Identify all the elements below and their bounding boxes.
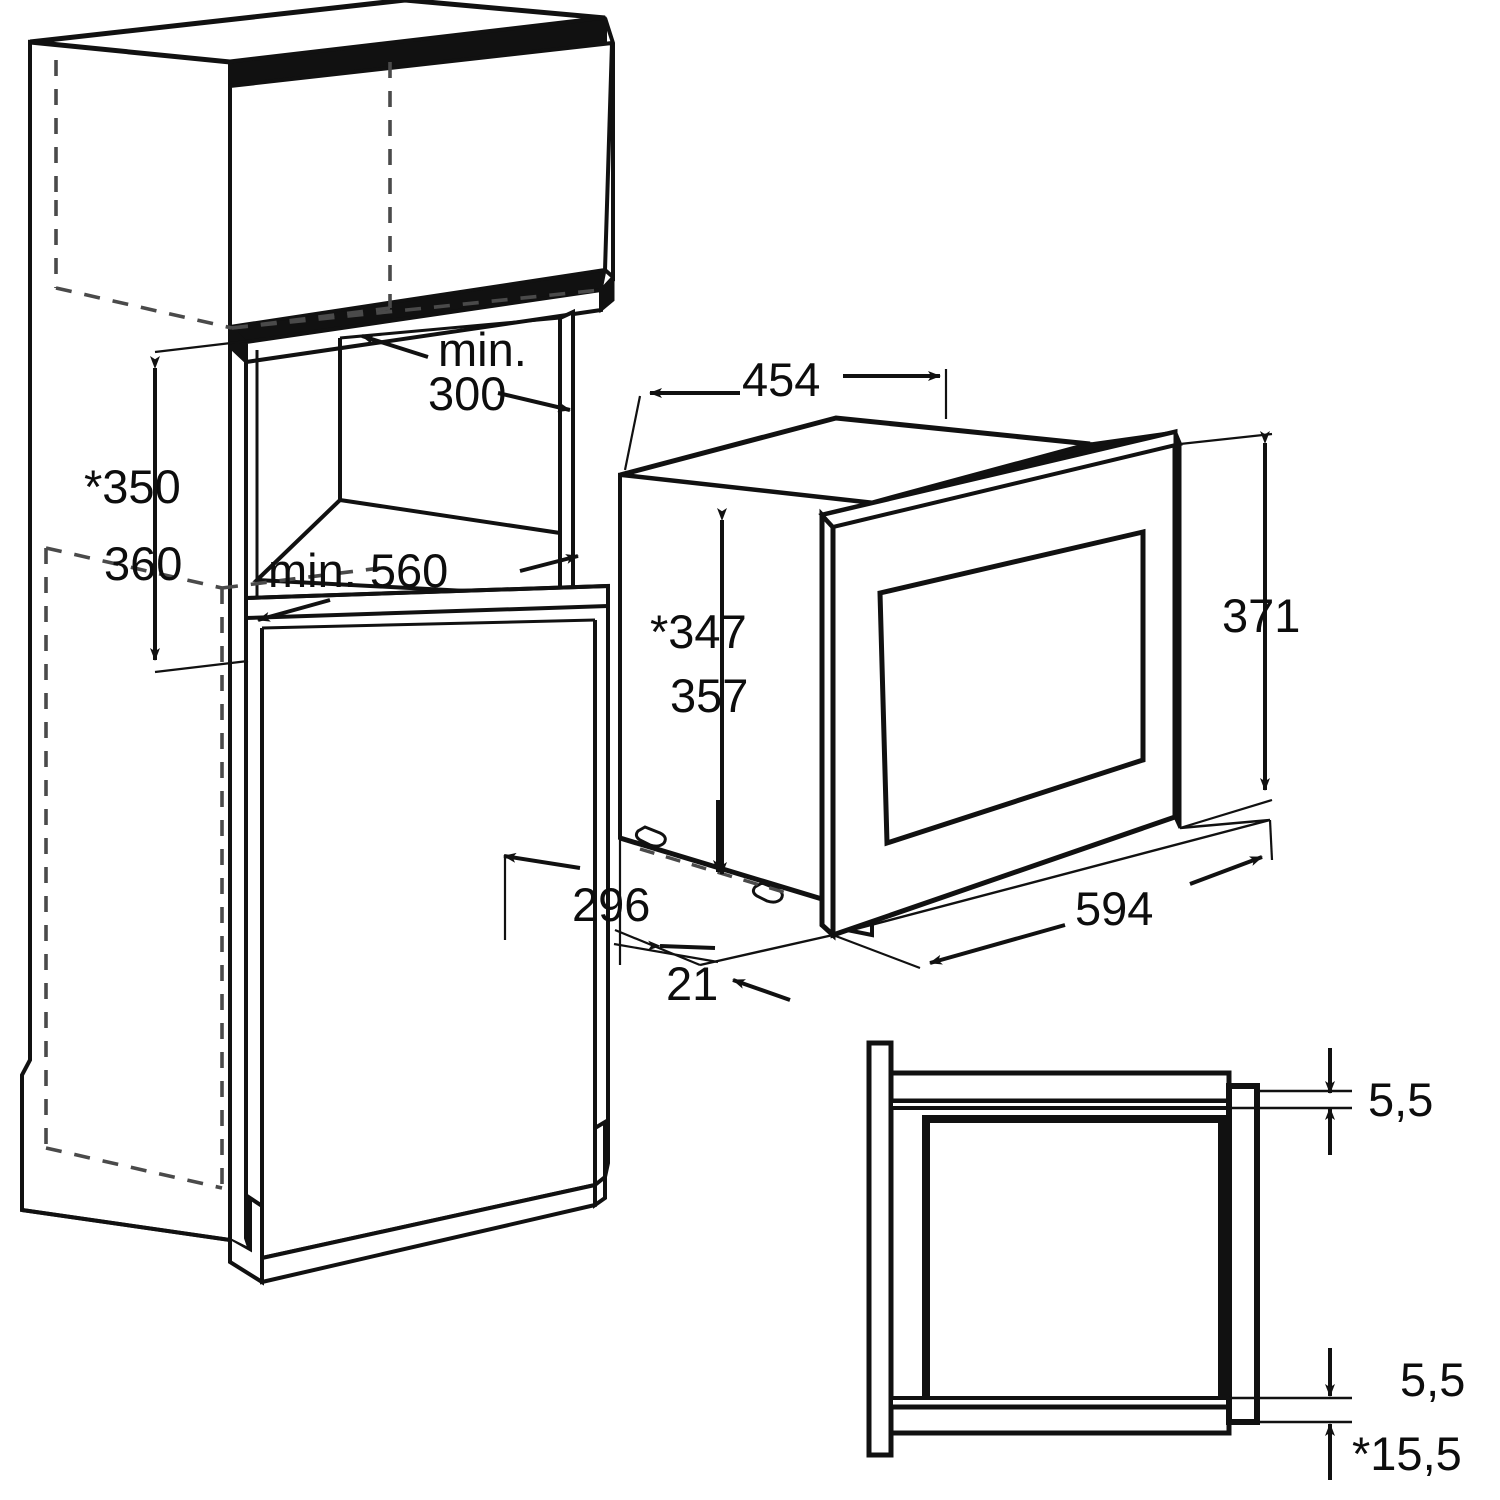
cabinet-niche-opening [244, 308, 575, 690]
dim-min-300 [361, 334, 571, 413]
appliance-dimensions [503, 369, 1274, 1002]
dim-label-350: *350 [84, 460, 181, 513]
cabinet-view [20, 0, 615, 1286]
dim-label-21: 21 [666, 957, 718, 1010]
dim-label-min-300-value: 300 [428, 367, 506, 420]
detail-bottom-bar [888, 1396, 1232, 1436]
cabinet-dimensions [150, 334, 579, 674]
dim-350-360 [150, 339, 249, 674]
dim-label-347: *347 [650, 605, 747, 658]
dim-label-296: 296 [572, 878, 650, 931]
dim-label-min-560: min. 560 [268, 544, 448, 597]
dim-label-371: 371 [1222, 589, 1300, 642]
dim-label-454: 454 [742, 353, 820, 406]
dim-21 [613, 800, 791, 1002]
dim-label-357: 357 [670, 669, 748, 722]
detail-top-bar [888, 1070, 1232, 1110]
dim-296 [503, 838, 701, 967]
cabinet-left-side-panel [20, 39, 232, 1243]
cabinet-lower-door [244, 583, 610, 1261]
cabinet-plinth [21, 1172, 607, 1286]
dim-label-detail-bottom-55: 5,5 [1400, 1353, 1465, 1406]
dim-label-min-300-word: min. [438, 323, 527, 376]
dim-label-594: 594 [1075, 882, 1153, 935]
dim-371 [1179, 431, 1273, 830]
front-detail-view [866, 1040, 1352, 1480]
cabinet-upper-shelf-front-edge [228, 273, 615, 366]
dim-min-560 [257, 554, 579, 622]
detail-front-panel [1226, 1083, 1260, 1425]
detail-left-post [866, 1040, 894, 1458]
appliance-view [618, 415, 1271, 967]
dim-label-detail-top-55: 5,5 [1368, 1073, 1433, 1126]
dim-594 [832, 819, 1274, 970]
dim-label-detail-bottom-155: *15,5 [1352, 1427, 1462, 1480]
oven-base-projection [699, 818, 1271, 967]
cabinet-upper-compartment [226, 40, 615, 344]
detail-inner-frame [922, 1115, 1226, 1423]
dim-label-360: 360 [104, 537, 182, 590]
dim-454 [623, 369, 948, 471]
cabinet-hidden-edges [44, 60, 601, 1190]
oven-door-window [877, 528, 1146, 847]
